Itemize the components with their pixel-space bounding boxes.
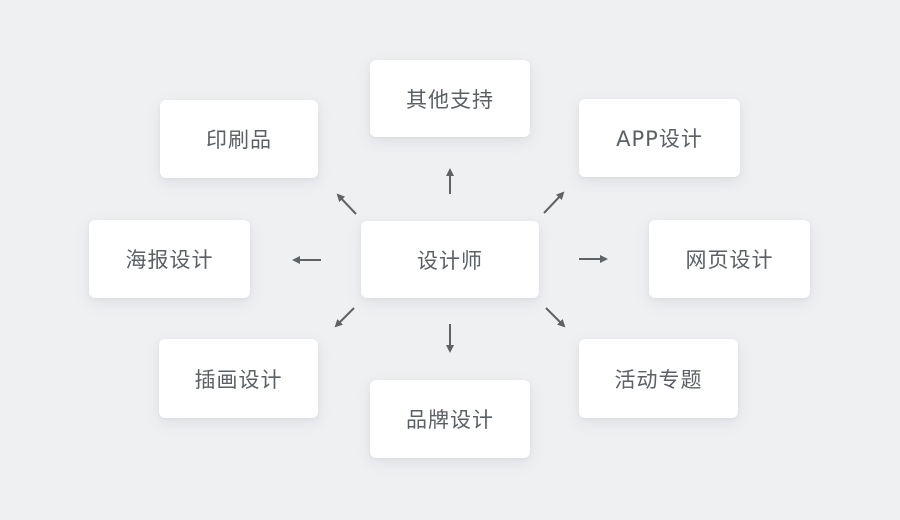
arrow-to-top-left-icon	[336, 193, 357, 215]
node-label: APP设计	[616, 127, 703, 151]
node-event-campaign: 活动专题	[579, 339, 738, 418]
node-printed-matter: 印刷品	[160, 100, 318, 178]
node-brand-design: 品牌设计	[370, 380, 530, 458]
node-label: 海报设计	[125, 248, 214, 272]
node-label: 插画设计	[194, 367, 283, 392]
node-label: 其他支持	[406, 87, 494, 112]
node-label: 印刷品	[206, 128, 272, 152]
node-poster-design: 海报设计	[89, 220, 250, 298]
arrow-to-top-right-icon	[543, 191, 565, 214]
node-center-designer: 设计师	[361, 221, 539, 298]
node-web-design: 网页设计	[649, 220, 810, 298]
node-other-support: 其他支持	[370, 60, 530, 137]
node-label: 网页设计	[685, 248, 774, 272]
node-label: 品牌设计	[406, 408, 494, 432]
arrow-to-bottom-left-icon	[334, 307, 355, 328]
node-label: 活动专题	[614, 367, 703, 392]
node-label: 设计师	[417, 248, 483, 273]
node-illustration-design: 插画设计	[159, 339, 318, 418]
arrow-to-bottom-right-icon	[545, 307, 566, 328]
node-app-design: APP设计	[579, 99, 740, 177]
